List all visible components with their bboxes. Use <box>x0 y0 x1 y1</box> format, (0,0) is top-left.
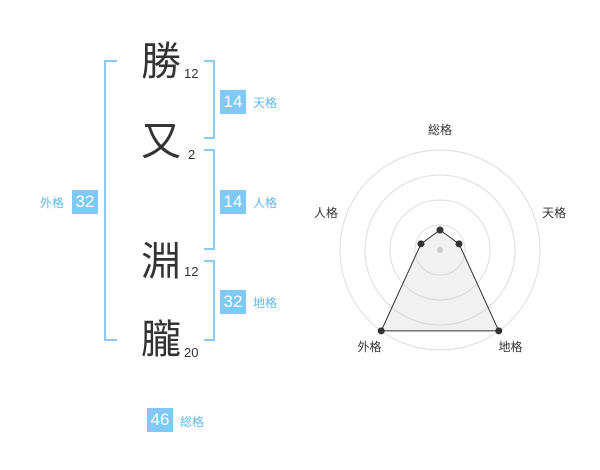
radar-axis-label: 人格 <box>314 205 338 220</box>
tenkaku-bracket <box>204 60 215 139</box>
tenkaku-value: 14 <box>220 90 246 114</box>
radar-polygon <box>380 229 500 332</box>
radar-axis-label: 天格 <box>542 205 566 220</box>
radar-ring <box>339 149 541 351</box>
radar-ring <box>389 199 491 301</box>
chikaku-bracket <box>204 260 215 341</box>
radar-point <box>455 240 463 248</box>
char-4: 朧 <box>141 317 181 363</box>
radar-point <box>377 327 385 335</box>
tenkaku-label: 天格 <box>253 96 278 110</box>
gaikaku-value: 32 <box>72 190 98 214</box>
char-4-strokes: 20 <box>184 345 199 360</box>
radar-axis-label: 総格 <box>428 122 452 137</box>
radar-point <box>436 226 444 234</box>
gaikaku-bracket <box>104 60 117 341</box>
chikaku-value: 32 <box>220 290 246 314</box>
char-2-strokes: 2 <box>188 147 196 162</box>
radar-ring <box>414 224 466 276</box>
char-1-strokes: 12 <box>184 66 199 81</box>
radar-center <box>437 247 443 253</box>
char-2: 又 <box>141 119 181 165</box>
soukaku-label: 総格 <box>180 415 205 429</box>
gaikaku-label: 外格 <box>40 196 65 210</box>
soukaku-value: 46 <box>147 408 173 432</box>
jinkaku-value: 14 <box>220 190 246 214</box>
radar-axis-label: 外格 <box>357 339 381 354</box>
char-1: 勝 <box>141 39 181 85</box>
char-3: 淵 <box>141 239 181 285</box>
char-3-strokes: 12 <box>184 264 199 279</box>
jinkaku-bracket <box>204 149 215 250</box>
chikaku-label: 地格 <box>253 296 278 310</box>
jinkaku-label: 人格 <box>253 196 278 210</box>
radar-point <box>495 327 503 335</box>
radar-point <box>417 240 425 248</box>
radar-axis-label: 地格 <box>499 339 523 354</box>
radar-ring <box>364 174 516 326</box>
